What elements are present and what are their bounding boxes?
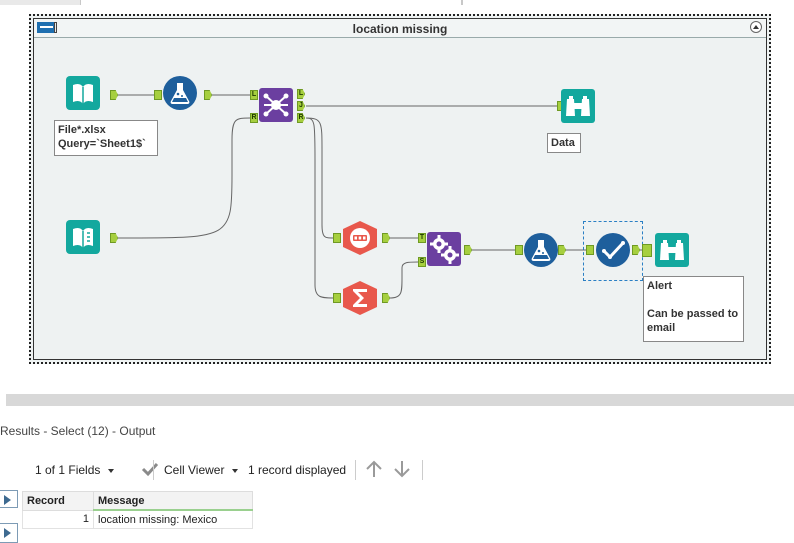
container-menu-icon[interactable]: [37, 22, 57, 33]
column-header-record[interactable]: Record: [22, 491, 94, 511]
connection-wires: [117, 94, 652, 299]
toolbar-divider: [153, 460, 154, 480]
formula-tool[interactable]: [163, 76, 197, 110]
annotation-line: Alert: [647, 280, 673, 292]
chevron-down-icon: [232, 468, 239, 473]
message-cell[interactable]: location missing: Mexico: [93, 509, 253, 529]
container-title: location missing: [352, 22, 448, 36]
binoculars-icon: [561, 89, 595, 123]
annotation-line: email: [647, 322, 676, 334]
input-annotation: File*.xlsx Query=`Sheet1$`: [54, 120, 158, 156]
input-anchor[interactable]: [642, 244, 652, 257]
pane-separator: [0, 406, 794, 420]
document-tab-strip: [0, 0, 794, 5]
input-anchor[interactable]: [333, 293, 341, 303]
expand-arrow-icon[interactable]: [0, 523, 18, 543]
flask-icon: [524, 233, 558, 267]
output-anchor[interactable]: [110, 90, 118, 100]
grid-header-row: Record Message: [22, 491, 253, 511]
annotation-line: File*.xlsx: [58, 124, 106, 136]
apply-check-icon[interactable]: [141, 460, 159, 478]
output-anchor[interactable]: [110, 233, 118, 243]
join-join-output-anchor[interactable]: J: [297, 101, 305, 111]
canvas-splitter: [0, 390, 794, 394]
records-displayed: 1 record displayed: [248, 463, 347, 477]
formula-tool-2[interactable]: [524, 233, 558, 267]
join-left-input-anchor[interactable]: L: [250, 90, 258, 100]
toolbar-divider: [355, 460, 356, 480]
join-icon: [259, 88, 293, 122]
fields-dropdown[interactable]: 1 of 1 Fields: [35, 463, 115, 477]
toolbar-divider: [422, 460, 423, 480]
expand-arrow-icon[interactable]: [0, 490, 18, 508]
annotation-line: Data: [551, 137, 575, 149]
input-data-tool[interactable]: [66, 76, 100, 110]
results-pane-title: Results - Select (12) - Output: [0, 424, 156, 438]
annotation-line: [647, 293, 740, 307]
select-tool[interactable]: [596, 233, 630, 267]
annotation-line: Query=`Sheet1$`: [58, 138, 146, 150]
output-anchor[interactable]: [382, 233, 390, 243]
input-anchor[interactable]: [154, 90, 162, 100]
collapse-icon[interactable]: [750, 21, 762, 33]
flask-icon: [163, 76, 197, 110]
output-anchor[interactable]: [204, 90, 212, 100]
column-header-message[interactable]: Message: [93, 491, 253, 511]
arrow-up-icon[interactable]: [365, 459, 383, 479]
join-right-input-anchor[interactable]: R: [250, 113, 258, 123]
sigma-icon: [343, 281, 377, 315]
browse-tool-alert[interactable]: [655, 233, 689, 267]
fields-dropdown-label: 1 of 1 Fields: [35, 463, 101, 477]
output-anchor[interactable]: [464, 245, 472, 255]
input-anchor[interactable]: [515, 245, 523, 255]
input-anchor[interactable]: [333, 233, 341, 243]
append-fields-tool[interactable]: [427, 232, 461, 266]
viewer-dropdown[interactable]: Cell Viewer: [164, 463, 239, 477]
count-records-tool[interactable]: [343, 221, 377, 255]
join-right-output-anchor[interactable]: R: [297, 113, 305, 123]
output-anchor[interactable]: [632, 245, 640, 255]
document-tab[interactable]: [462, 0, 794, 5]
chevron-down-icon: [108, 468, 115, 473]
summarize-tool[interactable]: [343, 281, 377, 315]
book-icon: [66, 76, 100, 110]
binoculars-icon: [655, 233, 689, 267]
container-header: location missing: [34, 19, 766, 38]
output-anchor[interactable]: [382, 293, 390, 303]
input-data-tool-2[interactable]: [66, 220, 100, 254]
results-toolbar: 1 of 1 Fields Cell Viewer 1 record displ…: [20, 455, 794, 485]
alert-annotation: Alert Can be passed to email: [643, 276, 744, 342]
annotation-line: Can be passed to: [647, 308, 739, 320]
results-side-strip: [0, 452, 20, 543]
checkmark-icon: [596, 233, 630, 267]
input-anchor[interactable]: [586, 245, 594, 255]
append-target-anchor[interactable]: T: [418, 233, 426, 243]
results-grid[interactable]: Record Message 1 location missing: Mexic…: [22, 491, 253, 529]
arrow-down-icon[interactable]: [393, 459, 411, 479]
container-frame: location missing: [33, 18, 767, 360]
output-anchor[interactable]: [558, 245, 566, 255]
viewer-dropdown-label: Cell Viewer: [164, 463, 225, 477]
browse-tool-data[interactable]: [561, 89, 595, 123]
gears-icon: [427, 232, 461, 266]
record-cell[interactable]: 1: [22, 509, 94, 529]
book-icon: [66, 220, 100, 254]
horizontal-scrollbar[interactable]: [6, 394, 794, 406]
record-count-icon: [343, 221, 377, 255]
join-tool[interactable]: [259, 88, 293, 122]
append-source-anchor[interactable]: S: [418, 257, 426, 267]
table-row[interactable]: 1 location missing: Mexico: [22, 509, 253, 529]
document-tab[interactable]: [80, 0, 462, 5]
data-annotation: Data: [547, 133, 581, 153]
join-left-output-anchor[interactable]: L: [297, 89, 305, 99]
